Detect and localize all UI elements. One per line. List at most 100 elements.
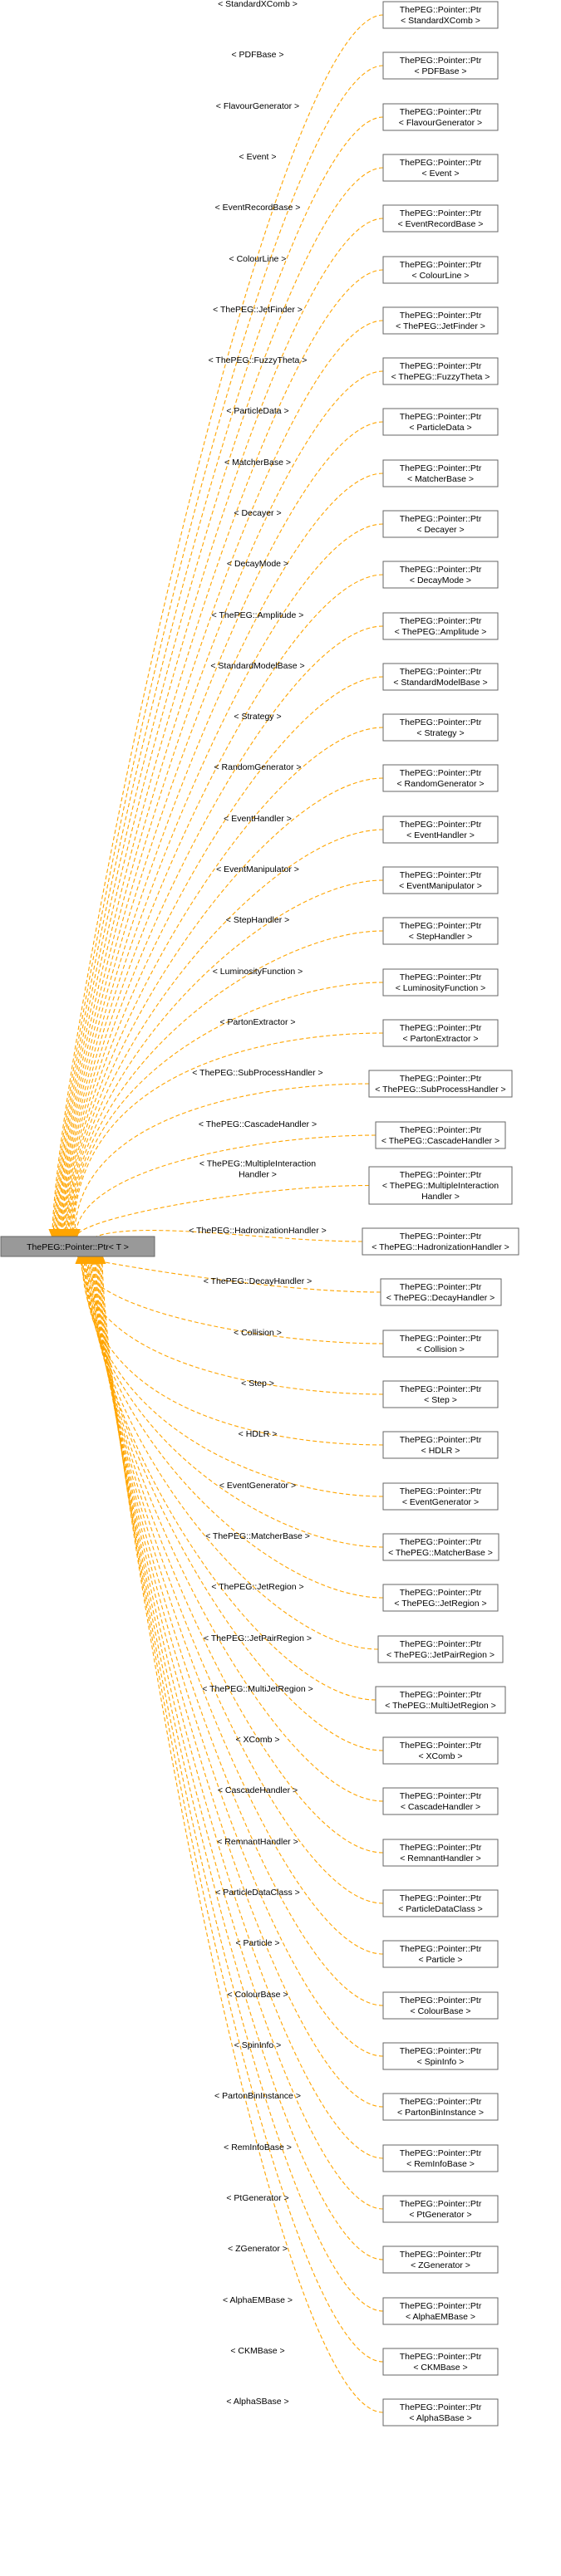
class-node[interactable]: ThePEG::Pointer::Ptr< EventHandler >	[382, 815, 499, 844]
class-node[interactable]: ThePEG::Pointer::Ptr< StepHandler >	[382, 917, 499, 945]
class-node[interactable]: ThePEG::Pointer::Ptr< ThePEG::FuzzyTheta…	[382, 357, 499, 385]
class-node-box[interactable]	[382, 1940, 499, 1968]
class-node-box[interactable]	[382, 2398, 499, 2427]
class-node[interactable]: ThePEG::Pointer::Ptr< DecayMode >	[382, 561, 499, 589]
class-node[interactable]: ThePEG::Pointer::Ptr< AlphaEMBase >	[382, 2297, 499, 2325]
class-node[interactable]: ThePEG::Pointer::Ptr< PtGenerator >	[382, 2195, 499, 2223]
class-node[interactable]: ThePEG::Pointer::Ptr< AlphaSBase >	[382, 2398, 499, 2427]
class-node-box[interactable]	[382, 306, 499, 335]
class-node-box[interactable]	[377, 1635, 504, 1663]
class-node[interactable]: ThePEG::Pointer::Ptr< PartonExtractor >	[382, 1019, 499, 1047]
class-node[interactable]: ThePEG::Pointer::Ptr< MatcherBase >	[382, 459, 499, 487]
class-node-box[interactable]	[382, 1, 499, 29]
class-node-box[interactable]	[382, 713, 499, 742]
class-node[interactable]: ThePEG::Pointer::Ptr< XComb >	[382, 1736, 499, 1765]
class-node-box[interactable]	[382, 103, 499, 131]
class-node-box[interactable]	[382, 2144, 499, 2172]
class-node-box[interactable]	[382, 1787, 499, 1815]
class-node[interactable]: ThePEG::Pointer::Ptr< ThePEG::Hadronizat…	[362, 1227, 519, 1256]
class-node-box[interactable]	[382, 510, 499, 538]
class-node[interactable]: ThePEG::Pointer::Ptr< ZGenerator >	[382, 2245, 499, 2274]
class-node[interactable]: ThePEG::Pointer::Ptr< ThePEG::CascadeHan…	[375, 1121, 506, 1149]
class-node[interactable]: ThePEG::Pointer::Ptr< RemInfoBase >	[382, 2144, 499, 2172]
class-node-box[interactable]	[382, 917, 499, 945]
class-node-box[interactable]	[382, 1431, 499, 1459]
class-node-box[interactable]	[382, 561, 499, 589]
class-node[interactable]: ThePEG::Pointer::Ptr< EventRecordBase >	[382, 204, 499, 233]
class-node-box[interactable]	[382, 663, 499, 691]
class-node-box[interactable]	[382, 357, 499, 385]
class-node[interactable]: ThePEG::Pointer::Ptr< Strategy >	[382, 713, 499, 742]
class-node-box[interactable]	[382, 256, 499, 284]
class-node[interactable]: ThePEG::Pointer::Ptr< ThePEG::Amplitude …	[382, 612, 499, 640]
class-node[interactable]: ThePEG::Pointer::Ptr< Event >	[382, 154, 499, 182]
class-node[interactable]: ThePEG::Pointer::Ptr< ThePEG::SubProcess…	[368, 1070, 513, 1098]
class-node-box[interactable]	[382, 1019, 499, 1047]
class-node[interactable]: ThePEG::Pointer::Ptr< EventManipulator >	[382, 866, 499, 894]
class-node[interactable]: ThePEG::Pointer::Ptr< Collision >	[382, 1330, 499, 1358]
class-node-box[interactable]	[380, 1278, 502, 1306]
class-node-box[interactable]	[382, 815, 499, 844]
base-node[interactable]: ThePEG::Pointer::Ptr< T >	[0, 1236, 155, 1257]
class-node[interactable]: ThePEG::Pointer::Ptr< CascadeHandler >	[382, 1787, 499, 1815]
class-node-label: < ThePEG::JetFinder >	[396, 321, 485, 331]
class-node-box[interactable]	[382, 408, 499, 436]
class-node[interactable]: ThePEG::Pointer::Ptr< ThePEG::MultipleIn…	[368, 1166, 513, 1205]
class-node[interactable]: ThePEG::Pointer::Ptr< FlavourGenerator >	[382, 103, 499, 131]
class-node[interactable]: ThePEG::Pointer::Ptr< StandardModelBase …	[382, 663, 499, 691]
class-node-box[interactable]	[382, 764, 499, 792]
class-node[interactable]: ThePEG::Pointer::Ptr< ThePEG::JetPairReg…	[377, 1635, 504, 1663]
class-node[interactable]: ThePEG::Pointer::Ptr< RandomGenerator >	[382, 764, 499, 792]
class-node[interactable]: ThePEG::Pointer::Ptr< Step >	[382, 1380, 499, 1408]
class-node-box[interactable]	[382, 2093, 499, 2121]
class-node-box[interactable]	[382, 2042, 499, 2070]
class-node[interactable]: ThePEG::Pointer::Ptr< StandardXComb >	[382, 1, 499, 29]
class-node-box[interactable]	[375, 1686, 506, 1714]
class-node-box[interactable]	[382, 51, 499, 80]
class-node[interactable]: ThePEG::Pointer::Ptr< LuminosityFunction…	[382, 968, 499, 997]
class-node[interactable]: ThePEG::Pointer::Ptr< ParticleDataClass …	[382, 1889, 499, 1917]
class-node-box[interactable]	[382, 866, 499, 894]
class-node-box[interactable]	[382, 1991, 499, 2020]
class-node[interactable]: ThePEG::Pointer::Ptr< ThePEG::MultiJetRe…	[375, 1686, 506, 1714]
class-node-box[interactable]	[375, 1121, 506, 1149]
class-node[interactable]: ThePEG::Pointer::Ptr< SpinInfo >	[382, 2042, 499, 2070]
class-node[interactable]: ThePEG::Pointer::Ptr< ThePEG::MatcherBas…	[382, 1533, 499, 1561]
class-node[interactable]: ThePEG::Pointer::Ptr< Decayer >	[382, 510, 499, 538]
class-node-box[interactable]	[382, 968, 499, 997]
class-node[interactable]: ThePEG::Pointer::Ptr< ThePEG::JetFinder …	[382, 306, 499, 335]
class-node-box[interactable]	[382, 1584, 499, 1612]
class-node[interactable]: ThePEG::Pointer::Ptr< RemnantHandler >	[382, 1839, 499, 1867]
class-node-box[interactable]	[382, 1839, 499, 1867]
class-node-box[interactable]	[382, 1736, 499, 1765]
class-node-box[interactable]	[382, 1533, 499, 1561]
class-node-box[interactable]	[362, 1227, 519, 1256]
class-node-box[interactable]	[382, 1889, 499, 1917]
class-node[interactable]: ThePEG::Pointer::Ptr< ThePEG::JetRegion …	[382, 1584, 499, 1612]
class-node[interactable]: ThePEG::Pointer::Ptr< HDLR >	[382, 1431, 499, 1459]
class-node-box[interactable]	[382, 2245, 499, 2274]
class-node-box[interactable]	[382, 612, 499, 640]
class-node-box[interactable]	[382, 2195, 499, 2223]
class-node-box[interactable]	[382, 1380, 499, 1408]
class-node-label: < StepHandler >	[409, 932, 472, 942]
class-node[interactable]: ThePEG::Pointer::Ptr< EventGenerator >	[382, 1482, 499, 1511]
class-node[interactable]: ThePEG::Pointer::Ptr< Particle >	[382, 1940, 499, 1968]
class-node-box[interactable]	[382, 1330, 499, 1358]
class-node-box[interactable]	[382, 204, 499, 233]
class-node-box[interactable]	[382, 154, 499, 182]
class-node-box[interactable]	[382, 2348, 499, 2376]
class-node-box[interactable]	[368, 1166, 513, 1205]
class-node-box[interactable]	[382, 1482, 499, 1511]
class-node-box[interactable]	[382, 459, 499, 487]
base-node-box[interactable]	[0, 1236, 155, 1257]
class-node[interactable]: ThePEG::Pointer::Ptr< PDFBase >	[382, 51, 499, 80]
class-node[interactable]: ThePEG::Pointer::Ptr< ParticleData >	[382, 408, 499, 436]
class-node[interactable]: ThePEG::Pointer::Ptr< ColourBase >	[382, 1991, 499, 2020]
class-node[interactable]: ThePEG::Pointer::Ptr< PartonBinInstance …	[382, 2093, 499, 2121]
class-node[interactable]: ThePEG::Pointer::Ptr< ThePEG::DecayHandl…	[380, 1278, 502, 1306]
class-node[interactable]: ThePEG::Pointer::Ptr< CKMBase >	[382, 2348, 499, 2376]
class-node-box[interactable]	[382, 2297, 499, 2325]
class-node[interactable]: ThePEG::Pointer::Ptr< ColourLine >	[382, 256, 499, 284]
class-node-box[interactable]	[368, 1070, 513, 1098]
